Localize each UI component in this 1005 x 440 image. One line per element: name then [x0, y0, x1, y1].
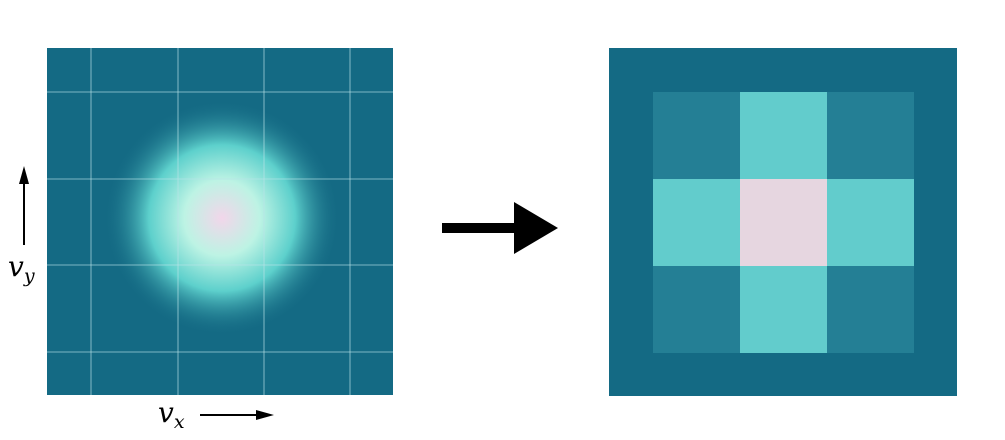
x-axis-label: vx [158, 396, 185, 433]
grid-cells [653, 92, 914, 353]
transform-arrow-icon [442, 202, 558, 254]
y-axis: vy [8, 166, 35, 287]
x-axis: vx [158, 396, 274, 433]
grid-cell [740, 266, 827, 353]
velocity-grid-lines [47, 48, 393, 395]
grid-cell [827, 92, 914, 179]
right-arrow-icon [200, 410, 274, 420]
up-arrow-icon [19, 166, 29, 245]
discretized-grid-panel [609, 48, 957, 396]
continuous-distribution-panel [47, 48, 393, 395]
gaussian-glow [104, 100, 340, 336]
grid-cell [740, 92, 827, 179]
grid-cell [653, 179, 740, 266]
y-axis-label: vy [8, 250, 35, 287]
grid-cell [653, 92, 740, 179]
grid-cell [827, 266, 914, 353]
grid-cell [740, 179, 827, 266]
grid-cell [653, 266, 740, 353]
grid-cell [827, 179, 914, 266]
